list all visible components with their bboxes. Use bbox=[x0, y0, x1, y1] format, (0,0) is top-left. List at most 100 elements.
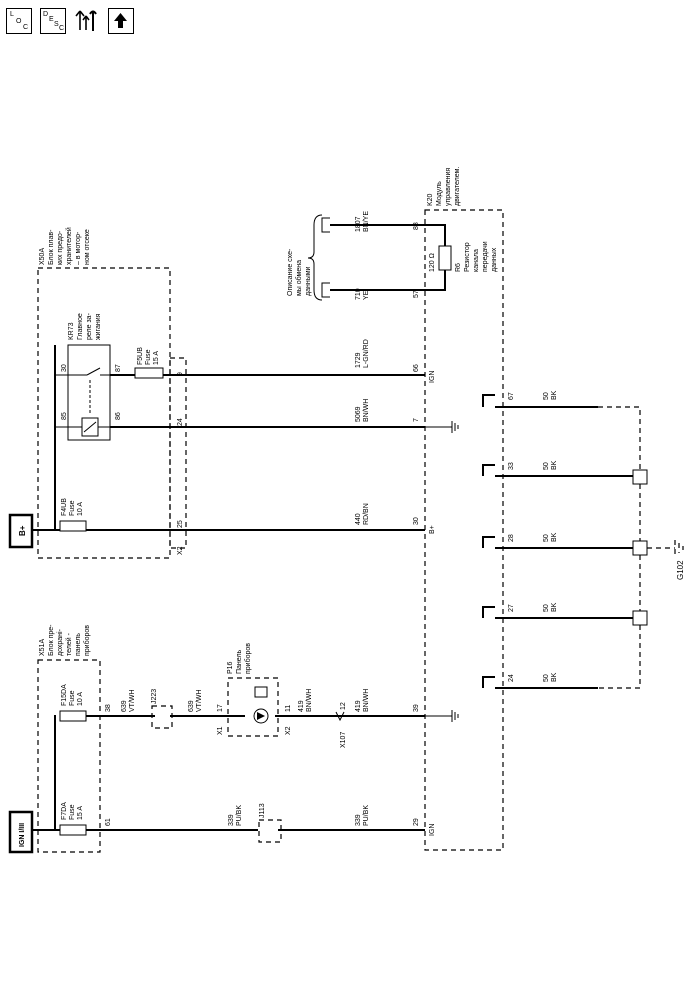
svg-text:ких предо-: ких предо- bbox=[57, 230, 64, 265]
svg-text:мы обмена: мы обмена bbox=[295, 260, 303, 296]
data-bus-wires bbox=[330, 224, 446, 291]
svg-text:передачи: передачи bbox=[482, 241, 489, 272]
engine-icon bbox=[254, 686, 268, 698]
svg-text:P16: P16 bbox=[227, 661, 234, 674]
ground-pin: 67 bbox=[508, 392, 515, 400]
f15da-fuse bbox=[59, 710, 87, 722]
wire-circuit: 339 bbox=[228, 814, 235, 826]
svg-text:ном отсеке: ном отсеке bbox=[84, 229, 91, 265]
svg-text:Fuse: Fuse bbox=[69, 500, 76, 516]
data-bus-brace bbox=[307, 214, 323, 301]
ground-pin: 24 bbox=[508, 674, 515, 682]
r6-value: 120 Ω bbox=[429, 253, 436, 272]
svg-text:– в мотор-: – в мотор- bbox=[75, 231, 82, 265]
j223-label: J223 bbox=[151, 689, 158, 704]
x50a-pin-24: 24 bbox=[177, 418, 184, 426]
r6-resistor bbox=[438, 245, 452, 271]
svg-text:F15DA: F15DA bbox=[61, 684, 68, 706]
wire-circuit: 440 bbox=[355, 513, 362, 525]
wire-color: PU/BK bbox=[363, 805, 370, 826]
k20-pin-label: IGN bbox=[429, 371, 436, 383]
data-bus-note: Описание схе- мы обмена данными bbox=[287, 248, 312, 296]
svg-text:Fuse: Fuse bbox=[69, 804, 76, 820]
svg-text:приборов: приборов bbox=[244, 643, 252, 674]
svg-text:F4UB: F4UB bbox=[61, 498, 68, 516]
g102-label: G102 bbox=[676, 560, 685, 580]
svg-text:Блок пре-: Блок пре- bbox=[48, 624, 55, 656]
wire-color: BN/WH bbox=[306, 689, 313, 712]
relay-pin-87: 87 bbox=[115, 364, 122, 372]
kr73-relay-box bbox=[67, 344, 111, 441]
desc-letter: S bbox=[54, 21, 59, 28]
ground-pin: 27 bbox=[508, 604, 515, 612]
x50a-x2-label: X2 bbox=[177, 546, 184, 555]
up-arrow-button[interactable] bbox=[108, 8, 134, 34]
bus-connector-brackets bbox=[321, 217, 330, 298]
k20-pin: 88 bbox=[413, 222, 420, 230]
k20-pin: 7 bbox=[413, 418, 420, 422]
svg-text:управления: управления bbox=[445, 168, 452, 206]
svg-text:K20: K20 bbox=[427, 193, 434, 206]
wire-circuit: 419 bbox=[355, 700, 362, 712]
toolbar: L O C D E S C bbox=[6, 8, 134, 34]
loc-letter: C bbox=[23, 24, 29, 31]
f15da-label: F15DA Fuse 10 A bbox=[61, 684, 84, 706]
p16-indicator-lamp bbox=[253, 708, 269, 724]
ground-circuit: 50 bbox=[543, 604, 550, 612]
svg-text:телей -: телей - bbox=[65, 632, 73, 656]
x50a-pin-25: 25 bbox=[177, 520, 184, 528]
x50a-label: X50A Блок плав- ких предо- хранителей – … bbox=[39, 227, 91, 265]
svg-text:10 A: 10 A bbox=[77, 692, 84, 706]
ign-source-label: IGN I/III bbox=[19, 823, 26, 847]
svg-text:приборов: приборов bbox=[83, 625, 91, 656]
p16-x1: X1 bbox=[217, 726, 224, 735]
f5ub-label: F5UB Fuse 15 A bbox=[137, 347, 160, 365]
desc-letter: D bbox=[43, 11, 49, 18]
svg-text:15 A: 15 A bbox=[77, 806, 84, 820]
wrench-arrows-icon bbox=[75, 10, 97, 31]
x50a-x2-connector bbox=[169, 357, 187, 549]
location-button[interactable]: L O C bbox=[6, 8, 32, 34]
svg-text:реле за-: реле за- bbox=[86, 312, 93, 340]
service-info-button[interactable] bbox=[74, 8, 100, 34]
f7da-label: F7DA Fuse 15 A bbox=[61, 802, 84, 820]
j223-splice bbox=[151, 705, 173, 729]
ground-color: BK bbox=[551, 672, 558, 682]
svg-text:Главное: Главное bbox=[77, 313, 84, 340]
x107-pin: 12 bbox=[340, 702, 347, 710]
k20-pin: 57 bbox=[413, 290, 420, 298]
wire-color: VT/WH bbox=[196, 689, 203, 712]
k20-pins: 88 57 66 IGN 7 30 B+ 39 29 IGN bbox=[413, 222, 436, 836]
svg-text:данными: данными bbox=[305, 266, 312, 296]
description-button[interactable]: D E S C bbox=[40, 8, 66, 34]
relay-pin-86: 86 bbox=[115, 412, 122, 420]
wire-color: L-GN/RD bbox=[363, 339, 370, 368]
svg-text:двигателем.: двигателем. bbox=[454, 167, 461, 206]
wire-circuit: 639 bbox=[121, 700, 128, 712]
r6-label: R6 Резистор канала передачи данных bbox=[455, 241, 498, 272]
svg-text:канала: канала bbox=[473, 249, 480, 272]
ground-circuit: 50 bbox=[543, 392, 550, 400]
p16-x2: X2 bbox=[285, 726, 292, 735]
desc-letter: E bbox=[49, 16, 54, 23]
svg-text:Резистор: Резистор bbox=[464, 242, 471, 272]
p16-box bbox=[227, 677, 279, 737]
x107-label: X107 bbox=[340, 732, 347, 748]
svg-text:данных: данных bbox=[491, 247, 498, 272]
ground-pin39 bbox=[425, 710, 459, 722]
desc-letter: C bbox=[59, 25, 65, 32]
k20-label: K20 Модуль управления двигателем. bbox=[427, 167, 461, 206]
svg-text:Модуль: Модуль bbox=[436, 181, 443, 206]
k20-pin: 66 bbox=[413, 364, 420, 372]
ground-circuit: 50 bbox=[543, 534, 550, 542]
x50a-box bbox=[37, 267, 171, 559]
wire-color: YE bbox=[363, 290, 370, 300]
x51a-pin-38: 38 bbox=[105, 704, 112, 712]
x51a-box bbox=[37, 659, 101, 853]
x51a-pin-61: 61 bbox=[105, 818, 112, 826]
ground-wires bbox=[482, 394, 684, 689]
ground-color: BK bbox=[551, 602, 558, 612]
k20-pin-label: IGN bbox=[429, 824, 436, 836]
svg-text:R6: R6 bbox=[455, 263, 462, 272]
